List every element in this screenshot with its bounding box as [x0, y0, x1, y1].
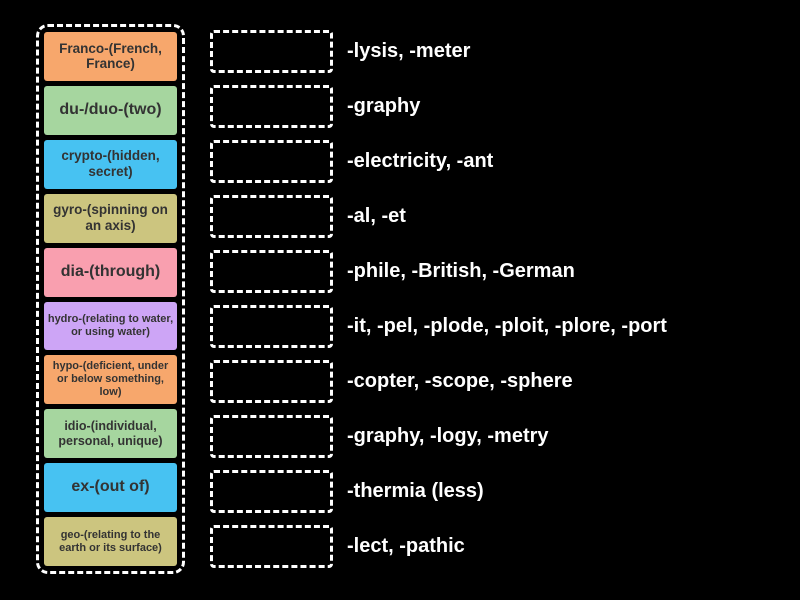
match-row: -graphy, -logy, -metry [210, 409, 795, 464]
prefix-label: crypto-(hidden, secret) [61, 148, 160, 180]
match-row: -lect, -pathic [210, 519, 795, 574]
suffix-label: -graphy [347, 95, 421, 117]
match-drop-zone[interactable] [210, 195, 333, 238]
match-drop-zone[interactable] [210, 30, 333, 73]
suffix-label: -thermia (less) [347, 480, 484, 502]
match-row: -it, -pel, -plode, -ploit, -plore, -port [210, 299, 795, 354]
match-drop-zone[interactable] [210, 140, 333, 183]
prefix-tile[interactable]: du-/duo-(two) [44, 85, 177, 135]
prefix-label: Franco-(French, France) [59, 40, 162, 72]
prefix-label: dia-(through) [60, 262, 161, 280]
suffix-label: -lect, -pathic [347, 535, 465, 557]
prefix-tile[interactable]: hydro-(relating to water, or using water… [44, 301, 177, 351]
prefix-tile[interactable]: ex-(out of) [44, 463, 177, 513]
prefix-tile[interactable]: geo-(relating to the earth or its surfac… [44, 517, 177, 567]
suffix-label: -phile, -British, -German [347, 260, 575, 282]
match-drop-zone[interactable] [210, 85, 333, 128]
prefix-tile[interactable]: Franco-(French, France) [44, 32, 177, 81]
match-row: -lysis, -meter [210, 24, 795, 79]
match-row: -phile, -British, -German [210, 244, 795, 299]
prefix-label: idio-(individual, personal, unique) [58, 419, 163, 448]
match-drop-zone[interactable] [210, 525, 333, 568]
suffix-label: -graphy, -logy, -metry [347, 425, 549, 447]
prefix-label: ex-(out of) [71, 478, 150, 496]
prefix-tiles-frame: Franco-(French, France) du-/duo-(two) cr… [36, 24, 185, 574]
suffix-label: -it, -pel, -plode, -ploit, -plore, -port [347, 315, 667, 337]
match-drop-zone[interactable] [210, 415, 333, 458]
prefix-tile[interactable]: gyro-(spinning on an axis) [44, 193, 177, 243]
suffix-label: -copter, -scope, -sphere [347, 370, 573, 392]
prefix-tile[interactable]: idio-(individual, personal, unique) [44, 409, 177, 459]
match-drop-zone[interactable] [210, 250, 333, 293]
prefix-label: du-/duo-(two) [59, 100, 162, 118]
suffix-label: -al, -et [347, 205, 406, 227]
prefix-label: gyro-(spinning on an axis) [53, 202, 168, 234]
match-row: -thermia (less) [210, 464, 795, 519]
prefix-label: hydro-(relating to water, or using water… [47, 313, 174, 338]
prefix-label: geo-(relating to the earth or its surfac… [59, 528, 162, 554]
prefix-tile[interactable]: crypto-(hidden, secret) [44, 139, 177, 189]
match-row: -copter, -scope, -sphere [210, 354, 795, 409]
prefix-tile[interactable]: dia-(through) [44, 247, 177, 297]
suffix-label: -electricity, -ant [347, 150, 494, 172]
match-row: -electricity, -ant [210, 134, 795, 189]
match-rows: -lysis, -meter -graphy -electricity, -an… [210, 24, 795, 574]
prefix-label: hypo-(deficient, under or below somethin… [52, 360, 169, 399]
match-drop-zone[interactable] [210, 470, 333, 513]
match-row: -graphy [210, 79, 795, 134]
match-row: -al, -et [210, 189, 795, 244]
suffix-label: -lysis, -meter [347, 40, 471, 62]
prefix-tile[interactable]: hypo-(deficient, under or below somethin… [44, 355, 177, 405]
match-drop-zone[interactable] [210, 360, 333, 403]
match-drop-zone[interactable] [210, 305, 333, 348]
